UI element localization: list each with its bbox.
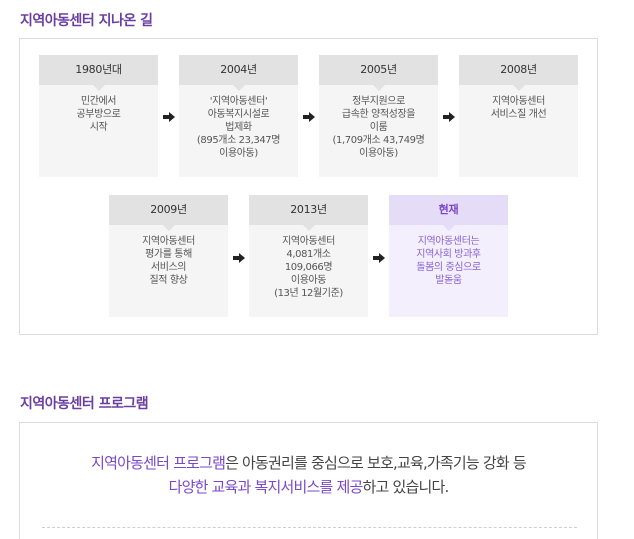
step-year: 2008년: [459, 55, 578, 91]
program-highlight: 지역아동센터 프로그램: [91, 454, 226, 472]
arrow-right-icon: [303, 112, 315, 122]
step-year: 2009년: [109, 195, 228, 231]
history-section-title: 지역아동센터 지나온 길: [20, 13, 153, 29]
arrow-right-icon: [443, 112, 455, 122]
program-box: 지역아동센터 프로그램은 아동권리를 중심으로 보호,교육,가족기능 강화 등 …: [19, 422, 598, 539]
arrow-right-icon: [233, 253, 245, 263]
step-year: 2013년: [249, 195, 368, 231]
step-year: 2005년: [319, 55, 438, 91]
arrow-right-icon: [373, 253, 385, 263]
program-highlight: 다양한 교육과 복지서비스를 제공: [168, 478, 364, 496]
step-year: 2004년: [179, 55, 298, 91]
step-year: 현재: [389, 195, 508, 231]
step-year: 1980년대: [39, 55, 158, 91]
program-description: 지역아동센터 프로그램은 아동권리를 중심으로 보호,교육,가족기능 강화 등 …: [20, 451, 597, 499]
program-text: 은 아동권리를 중심으로 보호,교육,가족기능 강화 등: [225, 454, 527, 472]
program-text: 하고 있습니다.: [362, 478, 449, 496]
arrow-right-icon: [163, 112, 175, 122]
program-section-title: 지역아동센터 프로그램: [20, 396, 149, 412]
divider: [42, 527, 577, 528]
